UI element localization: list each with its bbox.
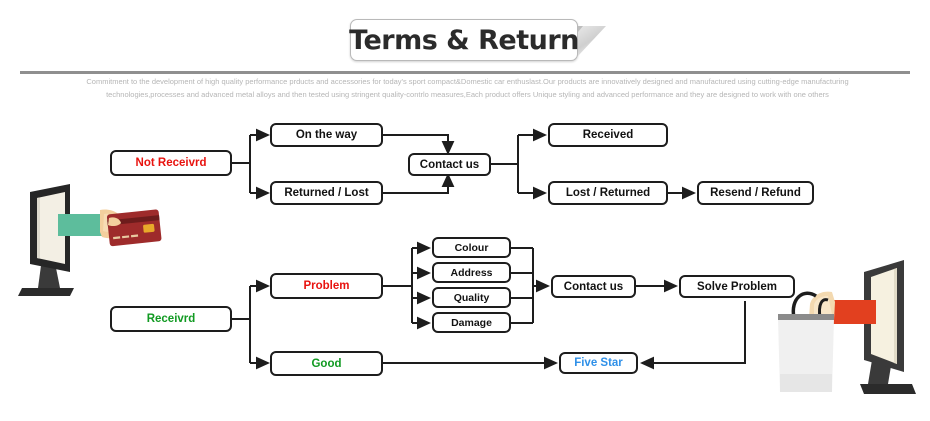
node-label: Returned / Lost [284,187,369,199]
node-good[interactable]: Good [270,351,383,376]
node-label: Received [582,129,634,141]
node-contact-us-top[interactable]: Contact us [408,153,491,176]
node-returned-lost[interactable]: Returned / Lost [270,181,383,205]
monitor-hand-credit-card-illustration [18,184,162,296]
ribbon-fold-icon [578,26,606,56]
node-label: Contact us [563,280,624,293]
node-received-bottom[interactable]: Receivrd [110,306,232,332]
monitor-hand-shopping-bag-illustration [778,260,916,394]
node-label: Resend / Refund [710,187,801,199]
node-label: Five Star [574,357,623,369]
node-label: Colour [454,241,489,254]
node-lost-returned[interactable]: Lost / Returned [548,181,668,205]
node-label: Good [311,357,342,370]
header-banner: Terms & Return [0,0,930,72]
intro-line-2: technologies,processes and advanced meta… [106,90,829,99]
node-label: Damage [451,316,492,329]
page-title: Terms & Return [349,24,579,56]
node-solve-problem[interactable]: Solve Problem [679,275,795,298]
flowchart: Not Receivrd On the way Returned / Lost … [0,105,930,421]
node-resend-refund[interactable]: Resend / Refund [697,181,814,205]
node-label: Problem [303,280,350,292]
node-label: Address [450,266,493,279]
intro-line-1: Commitment to the development of high qu… [86,77,849,86]
node-label: Contact us [419,158,480,171]
node-received-top[interactable]: Received [548,123,668,147]
node-quality[interactable]: Quality [432,287,511,308]
node-contact-us-bottom[interactable]: Contact us [551,275,636,298]
node-label: Receivrd [146,313,196,325]
node-on-the-way[interactable]: On the way [270,123,383,147]
header-divider [20,71,910,74]
node-label: Quality [453,291,490,304]
node-label: Lost / Returned [565,187,651,199]
node-address[interactable]: Address [432,262,511,283]
title-box: Terms & Return [349,19,579,61]
flow-connectors [232,128,746,370]
node-colour[interactable]: Colour [432,237,511,258]
node-five-star[interactable]: Five Star [559,352,638,374]
title-ribbon: Terms & Return [349,19,606,61]
node-label: Not Receivrd [135,157,207,169]
node-label: On the way [295,129,358,141]
node-damage[interactable]: Damage [432,312,511,333]
node-label: Solve Problem [697,280,777,293]
node-not-received[interactable]: Not Receivrd [110,150,232,176]
node-problem[interactable]: Problem [270,273,383,299]
intro-paragraph: Commitment to the development of high qu… [60,75,875,101]
